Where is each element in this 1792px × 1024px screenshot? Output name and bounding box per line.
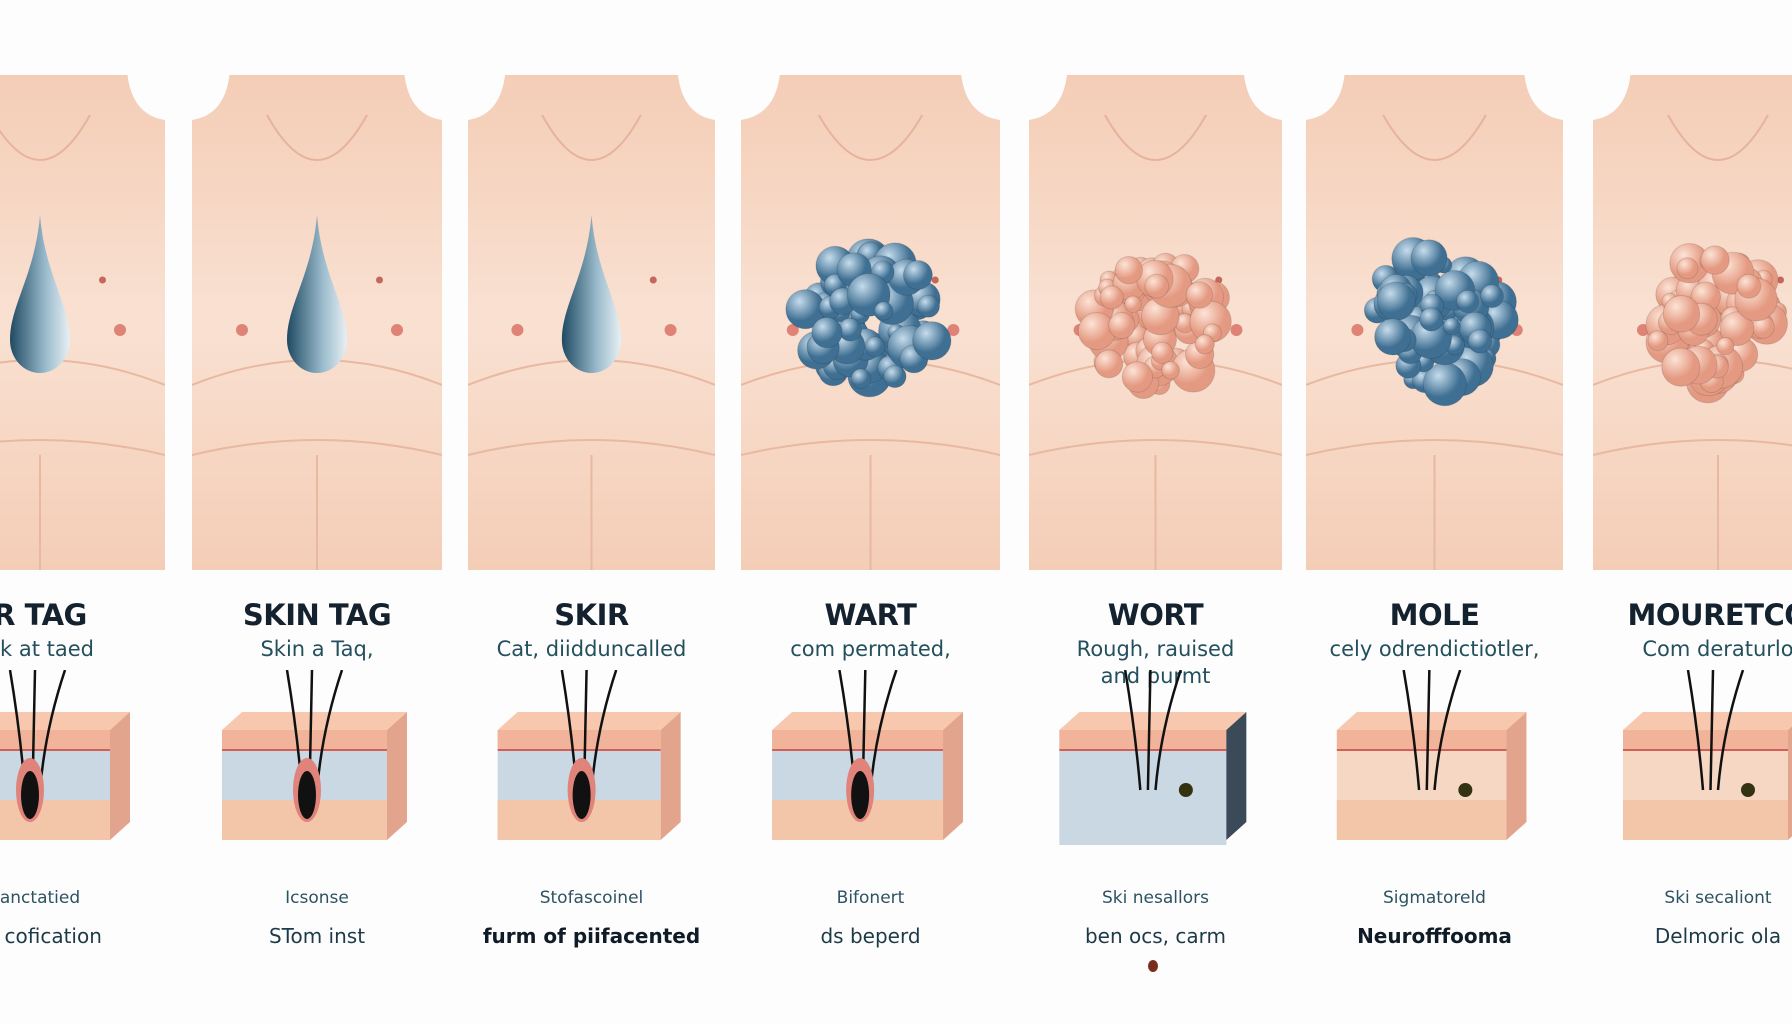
skin-cross-section [0, 670, 130, 840]
lesion-title: SKIN TAG [242, 598, 392, 632]
torso-panel [741, 75, 1000, 570]
caption-line-1: Sigmatoreld [1383, 888, 1486, 908]
lesion-title: WART [824, 598, 917, 632]
skin-tag-lesion [10, 215, 70, 373]
lesion-description: Com deraturlo [1642, 637, 1792, 661]
caption-line-1: Ski secaliont [1664, 888, 1772, 908]
caption-line-2: STom inst [268, 924, 366, 948]
lesion-title: SKIR [554, 598, 629, 632]
caption-line-2: ben ocs, carm [1084, 924, 1226, 948]
lesion-description: Rough, rauised and purmt [1076, 637, 1235, 688]
torso-panel [0, 75, 165, 570]
lesion-column: SKIR Cat, diidduncalled Stofascoinel fur… [468, 0, 715, 1024]
caption-line-1: anctatied [0, 888, 81, 908]
torso-panel [1306, 75, 1563, 570]
lesion-title: MOURETCO [1627, 598, 1792, 632]
caption-line-2: ro cofication [0, 924, 102, 948]
lesion-description: tik at taed [0, 637, 95, 661]
caption-line-2: Delmoric ola [1654, 924, 1782, 948]
lesion-column: WORT Rough, rauised and purmt Ski nesall… [1029, 0, 1282, 1024]
lesion-column: R TAG tik at taed anctatied ro coficatio… [0, 0, 165, 1024]
lesion-title: WORT [1107, 598, 1204, 632]
lesion-description: Skin a Taq, [260, 637, 374, 661]
lesion-title: R TAG [0, 598, 87, 632]
skin-cross-section [772, 670, 964, 840]
decorative-dot [1148, 960, 1158, 972]
skin-cross-section [1059, 670, 1247, 845]
skin-tag-lesion [287, 215, 347, 373]
caption-line-1: Bifonert [836, 888, 905, 908]
lesion-column: MOLE cely odrendictiotler, Sigmatoreld N… [1306, 0, 1563, 1024]
caption-line-1: Stofascoinel [539, 888, 644, 908]
lesion-column: SKIN TAG Skin a Taq, Icsonse STom inst [192, 0, 442, 1024]
pink-cluster-lesion [1645, 243, 1788, 404]
skin-cross-section [222, 670, 407, 840]
torso-panel [1029, 75, 1282, 570]
caption-line-2: furm of piifacented [482, 924, 701, 948]
skin-cross-section [1336, 670, 1527, 840]
lesion-description: cely odrendictiotler, [1329, 637, 1540, 661]
caption-line-2: ds beperd [820, 924, 921, 948]
pink-cluster-lesion [1074, 252, 1232, 400]
torso-panel [192, 75, 442, 570]
skin-tag-lesion [561, 215, 622, 373]
caption-line-1: Ski nesallors [1102, 888, 1209, 908]
lesion-column: MOURETCO Com deraturlo Ski secaliont Del… [1593, 0, 1792, 1024]
blue-cluster-lesion [785, 238, 952, 398]
lesion-description: Cat, diidduncalled [496, 637, 687, 661]
lesion-description: com permated, [790, 637, 951, 661]
torso-panel [1593, 75, 1792, 570]
lesion-column: WART com permated, Bifonert ds beperd [741, 0, 1000, 1024]
skin-cross-section [1623, 670, 1792, 840]
torso-panel [468, 75, 715, 570]
caption-line-1: Icsonse [285, 888, 349, 908]
lesion-title: MOLE [1389, 598, 1480, 632]
skin-cross-section [497, 670, 681, 840]
caption-line-2: Neurofffooma [1357, 924, 1512, 948]
blue-cluster-lesion [1363, 237, 1519, 407]
